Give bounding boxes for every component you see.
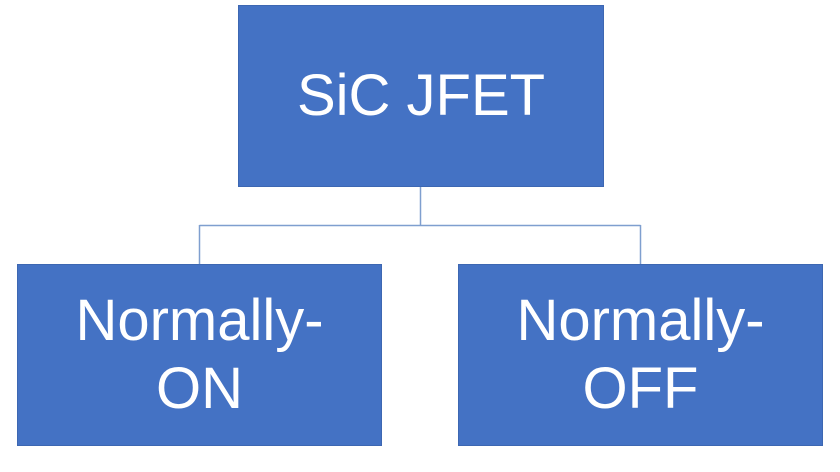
root-node-label: SiC JFET <box>296 63 546 128</box>
child-node-normally-on: Normally- ON <box>17 264 382 446</box>
child-node-normally-off: Normally- OFF <box>458 264 823 446</box>
child-node-label-normally-on: Normally- ON <box>75 287 324 421</box>
child-node-label-normally-off: Normally- OFF <box>516 287 765 421</box>
root-node-sic-jfet: SiC JFET <box>238 5 604 187</box>
